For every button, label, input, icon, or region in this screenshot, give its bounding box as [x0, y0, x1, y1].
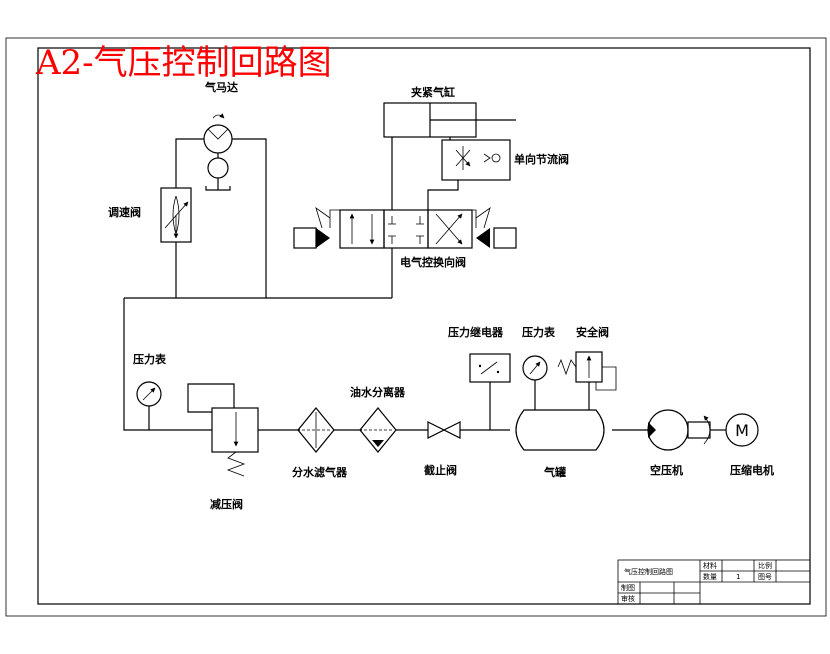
inner-frame: [37, 47, 811, 605]
compressor-symbol: [647, 409, 689, 451]
water-filter-symbol: [297, 407, 335, 453]
title-block-drawing-no-label: 图号: [758, 573, 772, 581]
solenoid-directional-valve-symbol: [293, 206, 517, 249]
outer-frame: [5, 37, 827, 617]
speed-valve-label: 调速阀: [108, 205, 141, 219]
title-block: [617, 559, 811, 605]
pressure-gauge-left-label: 压力表: [133, 352, 167, 366]
safety-valve-symbol: [557, 351, 617, 410]
pressure-gauge-left-symbol: [136, 381, 162, 430]
motor-letter: M: [735, 421, 749, 440]
tank-label: 气罐: [543, 465, 566, 479]
motor-label: 压缩电机: [730, 463, 774, 477]
compressor-label: 空压机: [650, 463, 683, 477]
pressure-relay-symbol: [469, 353, 511, 430]
speed-control-valve-symbol: [160, 187, 192, 243]
safety-valve-label: 安全阀: [576, 325, 609, 339]
coupling-symbol: [687, 415, 726, 445]
air-motor-label: 气马达: [204, 80, 238, 94]
title-block-drawn-label: 制图: [621, 583, 635, 592]
title-block-quantity-label: 数量: [703, 572, 717, 581]
water-filter-label: 分水滤气器: [292, 465, 348, 479]
electric-motor-symbol: [725, 413, 759, 447]
title-block-material-label: 材料: [703, 561, 717, 570]
stop-valve-symbol: [427, 421, 461, 439]
title-block-scale-label: 比例: [758, 561, 772, 570]
pressure-gauge-right-label: 压力表: [522, 325, 556, 339]
clamp-cylinder-label: 夹紧气缸: [411, 85, 455, 99]
oil-separator-symbol: [359, 407, 397, 453]
title-block-checked-label: 审核: [621, 594, 635, 603]
pressure-relay-label: 压力继电器: [448, 325, 504, 339]
clamp-cylinder-symbol: [383, 102, 516, 138]
air-tank-symbol: [515, 409, 605, 451]
title-block-drawing-name: 气压控制回路图: [624, 567, 673, 576]
pressure-gauge-right-symbol: [522, 355, 548, 410]
drawing-title: A2-气压控制回路图: [35, 43, 332, 83]
air-motor-symbol: [203, 113, 233, 191]
title-block-quantity-value: 1: [736, 573, 740, 581]
stop-valve-label: 截止阀: [424, 463, 457, 477]
one-way-throttle-valve-symbol: [441, 139, 511, 181]
solenoid-valve-label: 电气控换向阀: [400, 255, 466, 269]
oil-separator-label: 油水分离器: [350, 385, 406, 399]
reducing-valve-label: 减压阀: [210, 497, 243, 511]
one-way-throttle-label: 单向节流阀: [514, 152, 569, 166]
